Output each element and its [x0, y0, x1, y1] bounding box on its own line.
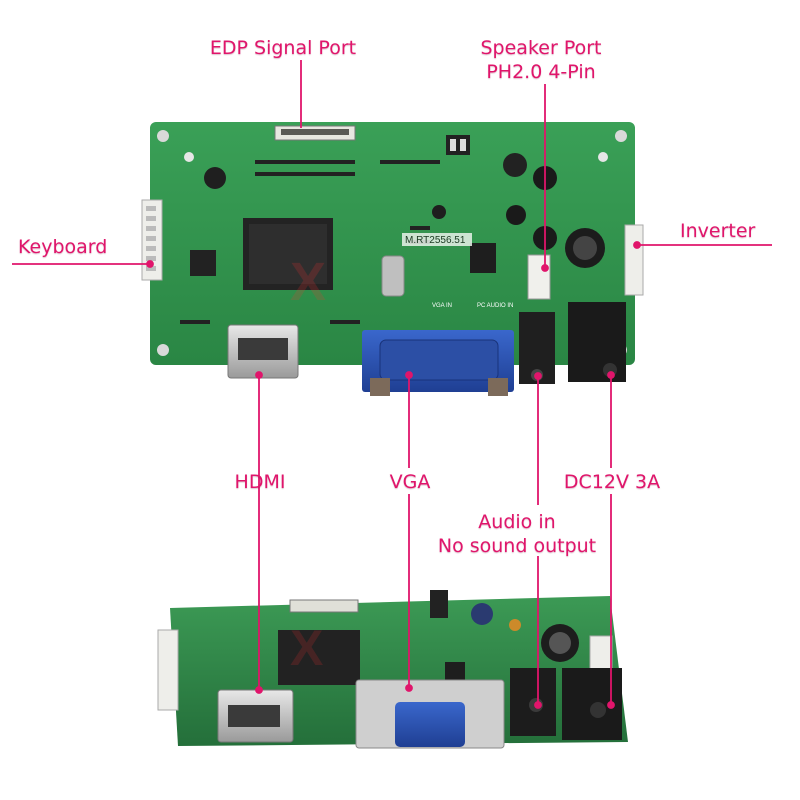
- board-marking: M.RT2556.51: [405, 235, 466, 246]
- leader-lines: [12, 60, 772, 709]
- mounting-hole: [157, 344, 169, 356]
- label-dc12v-3a: DC12V 3A: [563, 471, 661, 493]
- jumper-header: [446, 135, 470, 155]
- crystal: [381, 255, 405, 297]
- label-speaker-line2: PH2.0 4-Pin: [486, 61, 596, 83]
- silk-audio-in: PC AUDIO IN: [477, 303, 513, 309]
- label-audio-in: Audio in No sound output: [438, 510, 596, 558]
- label-speaker-port: Speaker Port PH2.0 4-Pin: [481, 36, 602, 84]
- mounting-hole: [615, 130, 627, 142]
- label-speaker-line1: Speaker Port: [480, 37, 602, 59]
- mounting-hole: [157, 130, 169, 142]
- speaker-connector: [527, 254, 551, 300]
- bottom-board: X: [157, 590, 628, 749]
- label-keyboard: Keyboard: [18, 236, 108, 258]
- svg-text:X: X: [290, 252, 326, 312]
- label-hdmi: HDMI: [234, 471, 286, 493]
- top-board: M.RT2556.51 VGA IN PC AUDIO IN: [141, 122, 644, 396]
- top-pcb: [150, 122, 635, 365]
- capacitor: [503, 153, 527, 177]
- label-vga: VGA: [389, 471, 431, 493]
- label-inverter: Inverter: [680, 220, 756, 242]
- label-audio-line1: Audio in: [478, 511, 556, 533]
- inverter-connector: [624, 224, 644, 296]
- label-audio-line2: No sound output: [437, 535, 597, 557]
- svg-text:X: X: [290, 620, 323, 676]
- silk-vga-in: VGA IN: [432, 303, 452, 309]
- label-edp-signal-port: EDP Signal Port: [209, 37, 357, 59]
- dc-jack-top: [568, 302, 626, 382]
